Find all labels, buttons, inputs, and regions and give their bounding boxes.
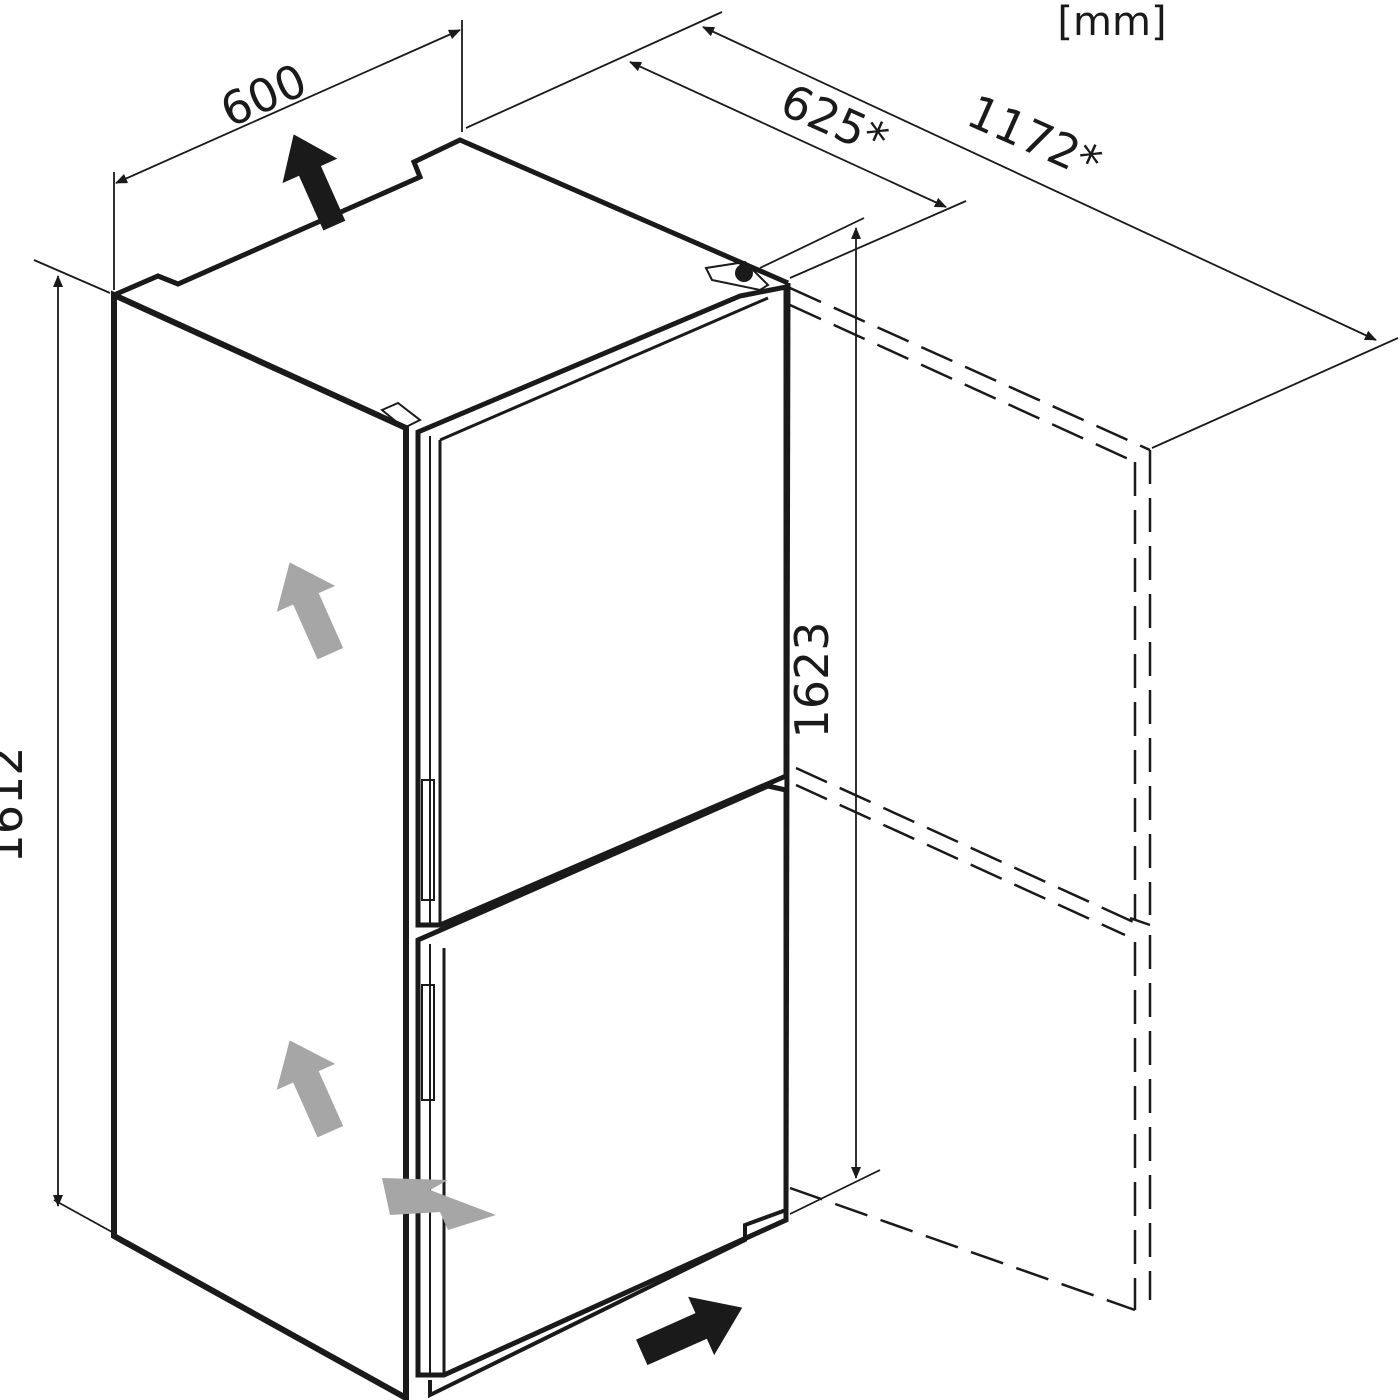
depth-dimension-line xyxy=(629,61,947,208)
lower-swing-bottom xyxy=(789,1186,1136,1312)
arrow-right-icon xyxy=(636,1296,743,1366)
door-swing-outline xyxy=(789,286,1152,1312)
airflow-arrow-icon xyxy=(276,562,344,660)
depth-extension-front xyxy=(789,200,967,279)
height-left-extension-top xyxy=(33,259,111,294)
lower-swing-top-outer xyxy=(795,766,1141,927)
height-left-label: 1612 xyxy=(0,746,33,863)
open-depth-dimension-line xyxy=(702,26,1377,341)
open-depth-label: 1172* xyxy=(960,84,1110,190)
lower-swing-top-inner xyxy=(795,783,1126,937)
depth-extension-back xyxy=(465,11,723,129)
left-hinge xyxy=(380,401,422,430)
width-dimension-line xyxy=(115,29,461,184)
plinth xyxy=(428,1208,787,1399)
open-depth-extension-front xyxy=(1151,337,1399,449)
upper-handle xyxy=(421,779,435,901)
height-right-extension-top xyxy=(759,217,865,269)
hinge-pin xyxy=(735,264,753,282)
units-label: [mm] xyxy=(1057,0,1166,45)
height-right-extension-bottom xyxy=(789,1169,881,1215)
arrows xyxy=(276,134,743,1366)
fridge-top-outline xyxy=(113,137,789,298)
upper-swing-bottom-link xyxy=(1129,916,1151,927)
dimension-labels: [mm] 600 625* 1172* 1612 1623 xyxy=(0,0,1167,864)
airflow-arrow-icon-plinth xyxy=(382,1178,496,1230)
height-left-extension-bottom xyxy=(53,1199,113,1233)
dimension-lines xyxy=(33,11,1399,1233)
upper-swing-top-outer xyxy=(789,286,1151,452)
upper-swing-top-inner xyxy=(789,303,1136,464)
height-right-label: 1623 xyxy=(785,621,839,738)
lower-handle xyxy=(421,984,435,1101)
lower-door xyxy=(415,783,789,1378)
upper-door-top-line xyxy=(439,296,769,442)
upper-door xyxy=(415,283,789,928)
fridge-left-side xyxy=(111,290,409,1400)
arrow-up-icon xyxy=(282,134,346,231)
width-label: 600 xyxy=(212,53,314,138)
airflow-arrow-icon-lower xyxy=(276,1040,344,1138)
